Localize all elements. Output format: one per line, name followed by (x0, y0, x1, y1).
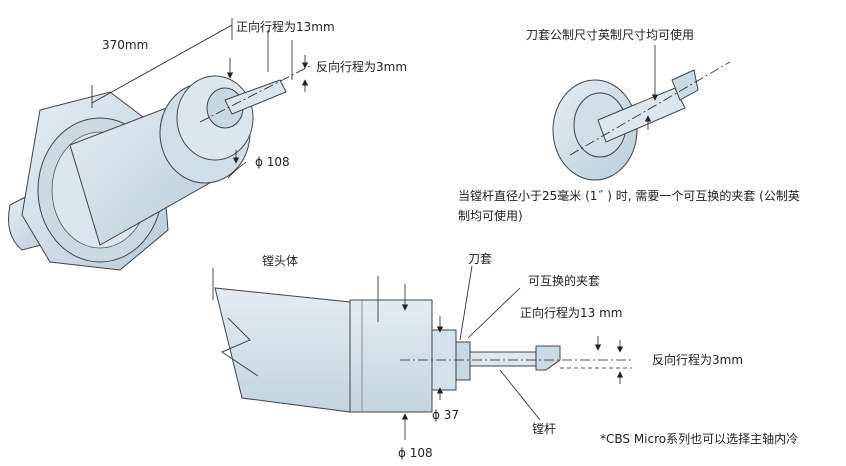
top-right-caption-2: 制均可使用) (458, 209, 523, 223)
label-boring-bar: 镗杆 (532, 422, 557, 436)
top-right-illustration (552, 45, 731, 181)
label-boring-head-body: 镗头体 (262, 254, 299, 268)
label-interchangeable-collet: 可互换的夹套 (528, 274, 601, 288)
top-right-note: 刀套公制尺寸英制尺寸均可使用 (526, 28, 695, 42)
label-dia-37: ϕ 37 (432, 408, 459, 422)
top-left-forward-travel: 正向行程为13mm (236, 20, 335, 34)
footnote: *CBS Micro系列也可以选择主轴内冷 (600, 432, 799, 446)
top-right-caption-1: 当镗杆直径小于25毫米 (1˝ ) 时, 需要一个可互换的夹套 (公制英 (458, 189, 800, 203)
bottom-illustration (212, 265, 632, 440)
label-reverse-travel: 反向行程为3mm (652, 353, 744, 367)
top-left-reverse-travel: 反向行程为3mm (316, 60, 408, 74)
top-left-dim-length: 370mm (102, 38, 149, 52)
label-dia-108: ϕ 108 (398, 446, 433, 460)
label-forward-travel: 正向行程为13 mm (520, 306, 623, 320)
top-left-illustration (8, 18, 311, 271)
top-left-dia: ϕ 108 (255, 155, 290, 169)
label-tool-sleeve: 刀套 (468, 252, 493, 266)
